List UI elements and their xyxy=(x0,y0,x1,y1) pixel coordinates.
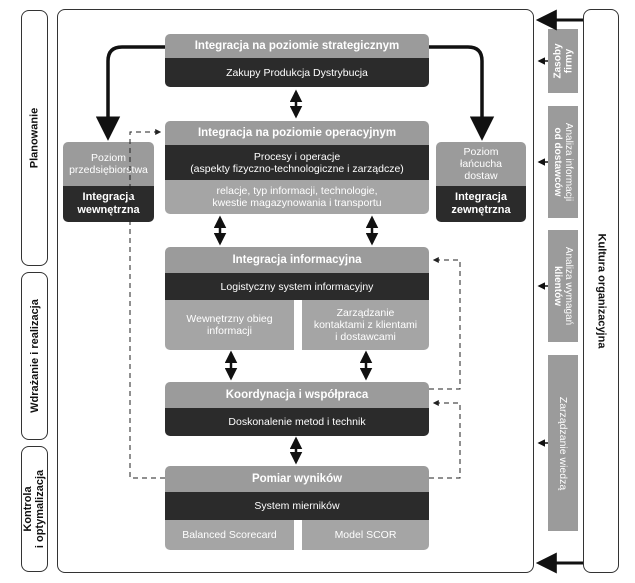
operational-content: Procesy i operacje (aspekty fizyczno-tec… xyxy=(165,145,429,180)
internal-integration-line1: Integracja xyxy=(82,191,135,203)
dashed-loop-right-upper xyxy=(429,257,461,390)
operational-detail-line2: kwestie magazynowania i transportu xyxy=(212,197,382,209)
external-level-line2: łańcucha xyxy=(459,158,503,170)
information-right-line2: kontaktami z klientami xyxy=(313,319,418,331)
information-right-line1: Zarządzanie xyxy=(336,307,395,319)
arrow-strategic-internal xyxy=(95,45,165,141)
internal-level-line1: Poziom xyxy=(90,152,126,164)
external-integration-line1: Integracja xyxy=(455,191,507,203)
arrow-strategic-external xyxy=(429,45,495,141)
culture-frame: Kultura organizacyjna xyxy=(583,9,619,573)
sidebar-knowledge: Zarządzanie wiedzą xyxy=(548,355,578,531)
phase-planning: Planowanie xyxy=(21,10,48,266)
internal-integration: Integracja wewnętrzna xyxy=(63,186,154,222)
operational-content-line1: Procesy i operacje xyxy=(253,150,341,163)
information-left-line2: informacji xyxy=(207,325,252,337)
measurement-content: System mierników xyxy=(165,492,429,520)
phase-implementation: Wdrażanie i realizacja xyxy=(21,272,48,440)
external-level: Poziom łańcucha dostaw xyxy=(436,142,526,186)
dashed-loop-right-lower xyxy=(429,400,461,479)
external-integration: Integracja zewnętrzna xyxy=(436,186,526,222)
information-content: Logistyczny system informacyjny xyxy=(165,273,429,300)
operational-detail-line1: relacje, typ informacji, technologie, xyxy=(216,185,378,197)
internal-level-line2: przedsiębiorstwa xyxy=(69,164,148,176)
coordination-title: Koordynacja i współpraca xyxy=(165,382,429,408)
information-left: Wewnętrzny obieg informacji xyxy=(165,300,294,350)
internal-level: Poziom przedsiębiorstwa xyxy=(63,142,154,186)
information-right: Zarządzanie kontaktami z klientami i dos… xyxy=(302,300,429,350)
external-level-line1: Poziom xyxy=(463,146,499,158)
external-integration-line2: zewnętrzna xyxy=(451,204,511,216)
external-level-line3: dostaw xyxy=(464,170,498,182)
strategic-content: Zakupy Produkcja Dystrybucja xyxy=(165,58,429,87)
measurement-left: Balanced Scorecard xyxy=(165,520,294,550)
dashed-loop-left xyxy=(129,129,165,479)
operational-detail: relacje, typ informacji, technologie, kw… xyxy=(165,180,429,214)
strategic-title: Integracja na poziomie strategicznym xyxy=(165,34,429,58)
measurement-right: Model SCOR xyxy=(302,520,429,550)
operational-content-line2: (aspekty fizyczno-technologiczne i zarzą… xyxy=(190,162,404,175)
internal-integration-line2: wewnętrzna xyxy=(77,204,140,216)
information-title: Integracja informacyjna xyxy=(165,247,429,273)
information-left-line1: Wewnętrzny obieg xyxy=(186,313,273,325)
coordination-content: Doskonalenie metod i technik xyxy=(165,408,429,436)
phase-control: Kontrola i optymalizacja xyxy=(21,446,48,572)
operational-title: Integracja na poziomie operacyjnym xyxy=(165,121,429,145)
information-right-line3: i dostawcami xyxy=(335,331,396,343)
measurement-title: Pomiar wyników xyxy=(165,466,429,492)
